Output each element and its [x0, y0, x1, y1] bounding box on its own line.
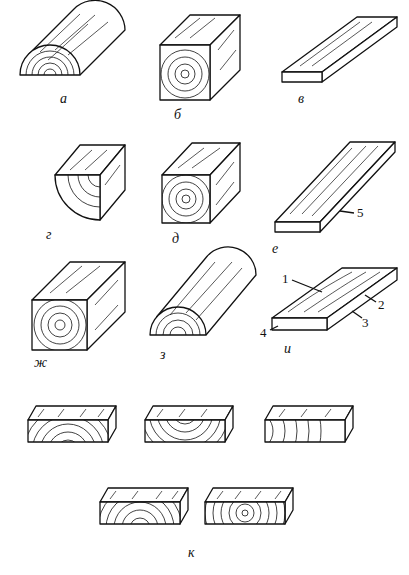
callout-number: 3 [362, 316, 369, 329]
part-letter: е [272, 242, 278, 256]
part-letter: а [60, 92, 67, 106]
callout-number: 5 [357, 206, 364, 219]
callout-number: 1 [282, 272, 289, 285]
part-letter: г [46, 228, 51, 242]
part-letter: б [174, 108, 181, 122]
part-letter: и [284, 342, 291, 356]
callout-number: 2 [378, 298, 385, 311]
part-letter: д [172, 232, 179, 246]
callout-number: 4 [260, 326, 267, 339]
part-letter: к [188, 546, 195, 560]
part-letter: ж [34, 356, 47, 370]
part-letter: в [298, 92, 304, 106]
part-letter: з [160, 348, 165, 362]
